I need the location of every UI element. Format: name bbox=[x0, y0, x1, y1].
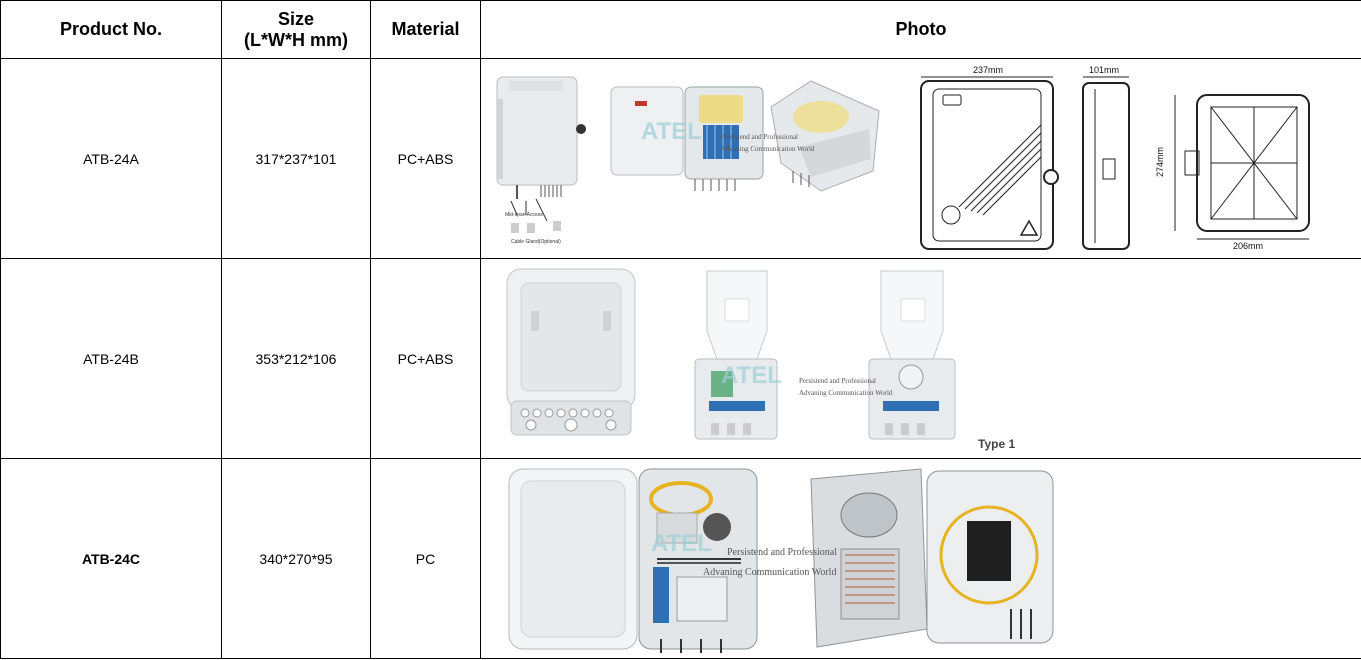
angled-box-photo bbox=[810, 468, 1054, 648]
watermark-logo: ATEL bbox=[641, 118, 702, 145]
open-box-photo bbox=[610, 86, 764, 191]
photo-cell: ATEL Persistend and Professional Advanin… bbox=[480, 458, 1361, 659]
header-size: Size (L*W*H mm) bbox=[221, 0, 371, 59]
material-cell: PC bbox=[370, 458, 481, 659]
product-photo-atb-24a: Mid-span Access Cable Gland(Optional) bbox=[496, 65, 1310, 251]
open-box-type1-b bbox=[868, 270, 956, 440]
watermark-line-1: Persistend and Professional bbox=[799, 377, 876, 385]
product-photo-atb-24c: ATEL Persistend and Professional Advanin… bbox=[508, 468, 1054, 653]
angled-box-photo bbox=[770, 80, 880, 192]
watermark-line-1: Persistend and Professional bbox=[721, 133, 798, 141]
size-cell: 340*270*95 bbox=[221, 458, 371, 659]
product-no-cell: ATB-24B bbox=[0, 258, 222, 459]
table-row: ATB-24C 340*270*95 PC bbox=[0, 458, 1361, 659]
photo-cell: ATEL Persistend and Professional Advanin… bbox=[480, 258, 1361, 459]
dim-depth-label: 101mm bbox=[1089, 65, 1119, 75]
back-view-drawing bbox=[1174, 94, 1310, 240]
closed-box-photo bbox=[496, 76, 586, 233]
size-cell: 353*212*106 bbox=[221, 258, 371, 459]
product-no-cell: ATB-24C bbox=[0, 458, 222, 659]
photo-cell: Mid-span Access Cable Gland(Optional) bbox=[480, 58, 1361, 259]
watermark-line-2: Advaning Communication World bbox=[721, 145, 815, 153]
watermark-line-2: Advaning Communication World bbox=[799, 389, 893, 397]
cable-gland-callout: Cable Gland(Optional) bbox=[511, 239, 561, 245]
watermark-line-2: Advaning Communication World bbox=[703, 567, 836, 578]
header-product-no: Product No. bbox=[0, 0, 222, 59]
dim-height-label: 274mm bbox=[1155, 147, 1165, 177]
watermark-logo: ATEL bbox=[651, 530, 712, 557]
open-box-photo bbox=[508, 468, 758, 653]
header-row: Product No. Size (L*W*H mm) Material Pho… bbox=[0, 0, 1361, 59]
watermark-logo: ATEL bbox=[721, 362, 782, 389]
header-photo: Photo bbox=[480, 0, 1361, 59]
header-size-line2: (L*W*H mm) bbox=[244, 29, 348, 50]
dim-back-width-label: 206mm bbox=[1233, 241, 1263, 251]
header-size-line1: Size bbox=[277, 8, 315, 29]
product-no-cell: ATB-24A bbox=[0, 58, 222, 259]
header-material: Material bbox=[370, 0, 481, 59]
product-photo-atb-24b: ATEL Persistend and Professional Advanin… bbox=[506, 268, 1015, 451]
front-view-drawing bbox=[920, 76, 1059, 250]
closed-box-photo bbox=[506, 268, 636, 436]
mid-span-access-callout: Mid-span Access bbox=[505, 212, 543, 218]
table-row: ATB-24A 317*237*101 PC+ABS bbox=[0, 58, 1361, 259]
table-row: ATB-24B 353*212*106 PC+ABS bbox=[0, 258, 1361, 459]
open-box-type1-a bbox=[694, 270, 778, 440]
watermark-line-1: Persistend and Professional bbox=[727, 547, 837, 558]
material-cell: PC+ABS bbox=[370, 58, 481, 259]
type-caption: Type 1 bbox=[978, 437, 1015, 451]
dim-width-label: 237mm bbox=[973, 65, 1003, 75]
material-cell: PC+ABS bbox=[370, 258, 481, 459]
size-cell: 317*237*101 bbox=[221, 58, 371, 259]
side-view-drawing bbox=[1082, 76, 1130, 250]
